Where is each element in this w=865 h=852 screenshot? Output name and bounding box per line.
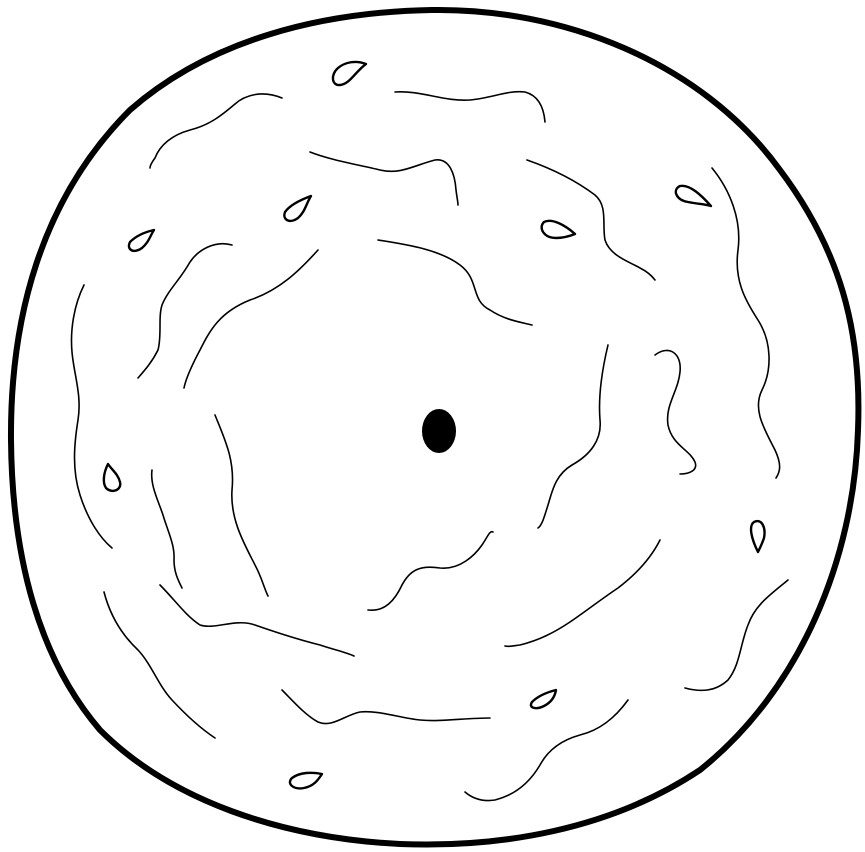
center-dot	[422, 409, 456, 453]
